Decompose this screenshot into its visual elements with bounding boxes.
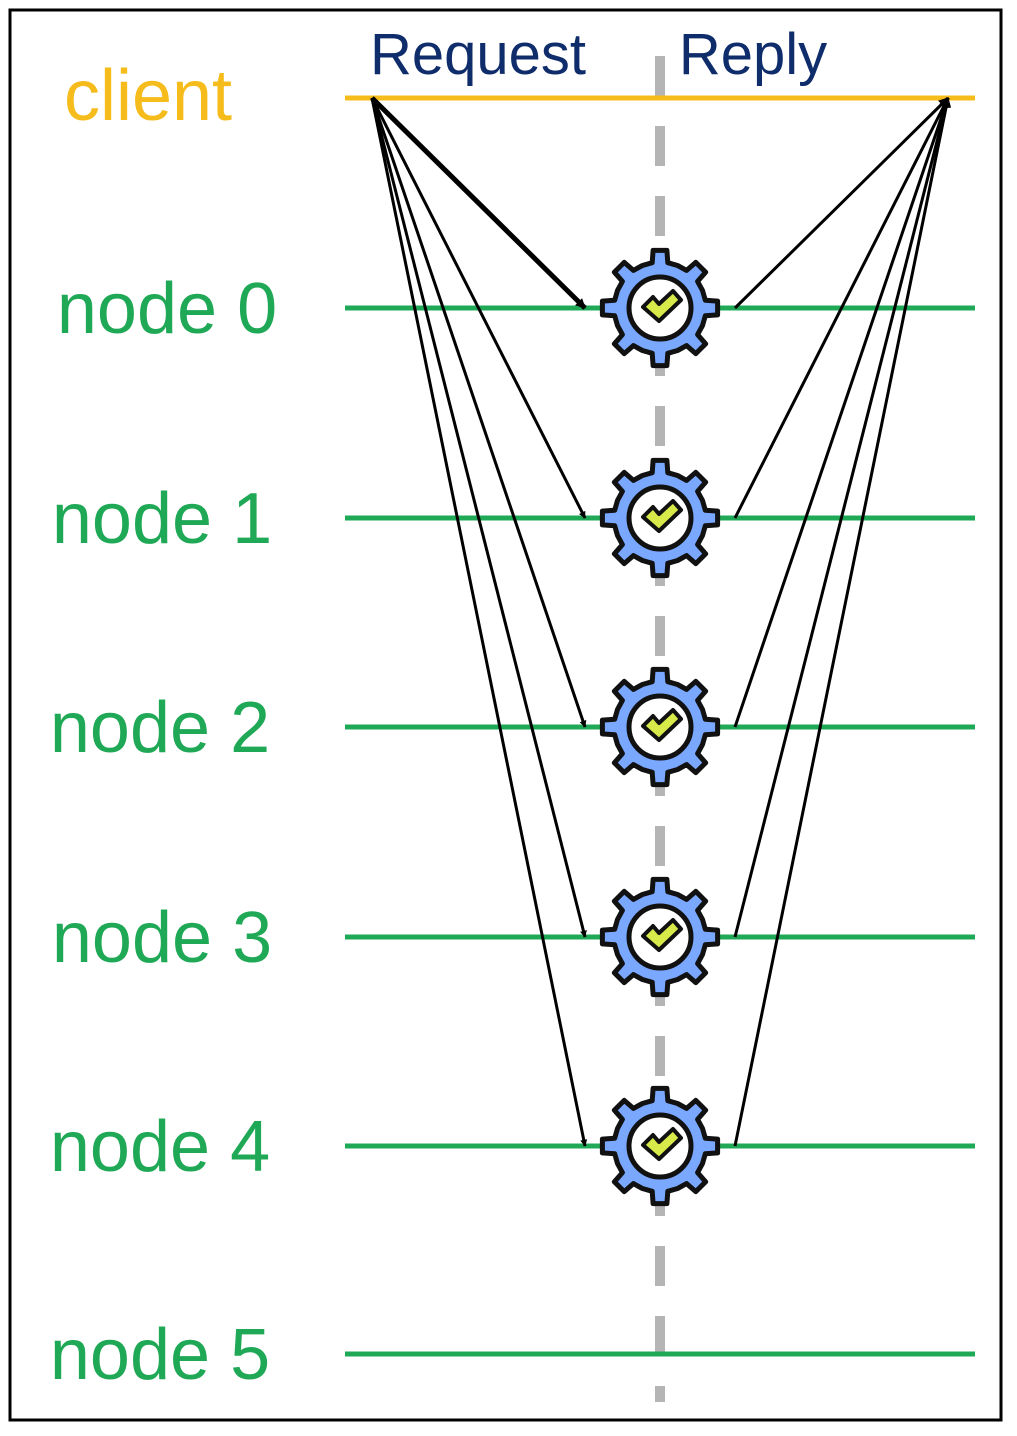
node-label: node 0 — [57, 269, 277, 349]
request-arrow — [370, 97, 587, 519]
check-mark-icon — [641, 708, 683, 742]
request-arrow — [370, 96, 587, 310]
check-mark-icon — [641, 918, 683, 952]
frame-border — [8, 8, 1003, 1422]
node-label: node 1 — [52, 479, 272, 559]
check-mark-icon — [641, 499, 683, 533]
node-label: node 2 — [50, 688, 270, 768]
node-label: node 3 — [52, 898, 272, 978]
reply-arrow — [733, 97, 952, 1147]
reply-label: Reply — [679, 22, 827, 87]
reply-arrow — [733, 96, 950, 310]
client-label: client — [64, 56, 232, 136]
request-arrow — [370, 97, 587, 728]
check-mark-icon — [641, 289, 683, 323]
node-label: node 4 — [50, 1107, 270, 1187]
reply-arrow — [733, 97, 950, 519]
reply-arrow — [733, 97, 950, 728]
check-mark-icon — [641, 1127, 683, 1161]
reply-arrow — [733, 97, 951, 938]
node-label: node 5 — [50, 1315, 270, 1395]
request-label: Request — [370, 22, 586, 87]
gear-check-icon — [599, 876, 721, 998]
gear-check-icon — [599, 1085, 721, 1207]
gear-check-icon — [599, 666, 721, 788]
gear-check-icon — [599, 247, 721, 369]
gear-check-icon — [599, 457, 721, 579]
request-arrow — [370, 97, 587, 938]
request-arrow — [370, 97, 588, 1147]
